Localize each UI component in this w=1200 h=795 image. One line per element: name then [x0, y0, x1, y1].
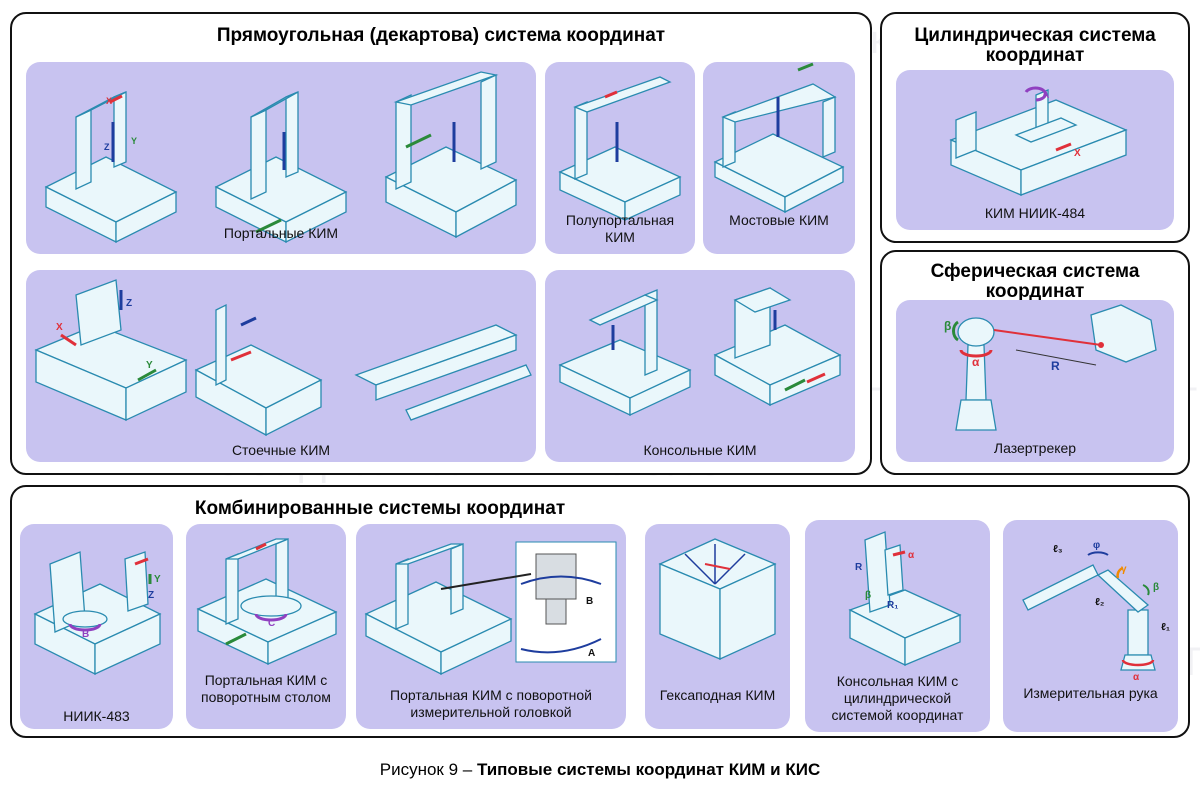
axis-label-r1: R₁	[887, 600, 898, 611]
portal-rotary-table-illustration: C	[196, 538, 338, 666]
portal-cmm-illustration: Z X Y	[44, 71, 518, 244]
axis-label-z: Z	[148, 590, 154, 601]
axis-label-x: X	[106, 96, 112, 106]
axis-label-r: R	[855, 562, 863, 573]
panel-label: Портальная КИМ с поворотным столом	[201, 672, 331, 705]
axis-label-y: Y	[154, 574, 161, 585]
group-title: Цилиндрическая система координат	[914, 25, 1156, 66]
axis-label-l2: ℓ₂	[1095, 597, 1104, 608]
group-title: Сферическая система координат	[930, 261, 1140, 302]
cantilever-cmm-illustration	[558, 287, 842, 417]
group-title: Комбинированные системы координат	[194, 498, 566, 519]
panel-hexapod: Гексаподная КИМ	[645, 524, 790, 729]
portal-rotary-head-illustration: B A	[364, 541, 617, 676]
column-cmm-illustration: Z X Y	[34, 279, 532, 437]
panel-label: НИИК-483	[63, 708, 130, 724]
axis-label-l3: ℓ₃	[1053, 544, 1063, 555]
axis-label-gamma: γ	[1121, 564, 1127, 575]
panel-label: Портальная КИМ с поворотной измерительно…	[390, 687, 592, 720]
axis-label-a: A	[1042, 90, 1049, 101]
axis-label-r: R	[1051, 359, 1060, 373]
axis-label-alpha: α	[972, 355, 980, 369]
axis-label-phi: φ	[1093, 540, 1100, 551]
panel-label: Стоечные КИМ	[231, 442, 331, 458]
semiportal-cmm-illustration	[558, 76, 682, 222]
panel-label: Лазертрекер	[993, 440, 1077, 456]
panel-label: Консольная КИМ с цилиндрической системой…	[831, 673, 964, 723]
lasertracker-illustration: β α R	[944, 304, 1157, 431]
niik484-illustration: A X	[949, 86, 1128, 196]
panel-measuring-arm: φ γ β α ℓ₃ ℓ₂ ℓ₁ Измерительная рука	[1003, 520, 1178, 732]
panel-label: Портальные КИМ	[223, 225, 339, 241]
panel-niik484: A X КИМ НИИК-484	[896, 70, 1174, 230]
axis-label-x: X	[1074, 148, 1081, 159]
axis-label-z: Z	[126, 298, 132, 309]
axis-label-l1: ℓ₁	[1161, 622, 1170, 633]
axis-label-beta: β	[944, 319, 951, 333]
axis-label-y: Y	[131, 136, 137, 146]
panel-cantilever-cmm: Консольные КИМ	[545, 270, 855, 462]
axis-label-y: Y	[146, 360, 153, 371]
cantilever-cyl-illustration: R α β R₁	[848, 531, 962, 667]
panel-label: Гексаподная КИМ	[659, 687, 776, 703]
panel-semiportal-cmm: Полупортальная КИМ	[545, 62, 695, 254]
hexapod-illustration	[658, 538, 777, 661]
axis-label-z: Z	[104, 142, 110, 152]
caption-prefix: Рисунок 9 –	[379, 760, 477, 779]
measuring-arm-illustration: φ γ β α ℓ₃ ℓ₂ ℓ₁	[1022, 540, 1170, 683]
panel-label: Мостовые КИМ	[729, 212, 829, 228]
axis-label-c: C	[268, 618, 275, 629]
panel-cantilever-cyl: R α β R₁ Консольная КИМ с цилиндрической…	[805, 520, 990, 732]
axis-label-x: X	[56, 322, 63, 333]
panel-label: Измерительная рука	[1023, 685, 1158, 701]
panel-portal-rotary-table: C Портальная КИМ с поворотным столом	[186, 524, 346, 729]
axis-label-beta: β	[1153, 582, 1159, 593]
bridge-cmm-illustration	[713, 62, 845, 214]
panel-label: Консольные КИМ	[643, 442, 757, 458]
group-title: Прямоугольная (декартова) система коорди…	[216, 25, 666, 46]
axis-label-alpha: α	[1133, 672, 1140, 683]
axis-label-a: A	[588, 648, 595, 659]
caption-title: Типовые системы координат КИМ и КИС	[476, 760, 821, 779]
panel-niik483: B Y Z НИИК-483	[20, 524, 173, 729]
panel-portal-cmm: Z X Y Портальные КИМ	[26, 62, 536, 254]
panel-bridge-cmm: Мостовые КИМ	[703, 62, 855, 254]
figure-caption: Рисунок 9 – Типовые системы координат КИ…	[0, 760, 1200, 780]
panel-label: Полупортальная КИМ	[565, 212, 675, 245]
niik483-illustration: B Y Z	[33, 551, 162, 676]
panel-column-cmm: Z X Y Стоечные КИМ	[26, 270, 536, 462]
axis-label-beta: β	[865, 590, 871, 601]
panel-lasertracker: β α R Лазертрекер	[896, 300, 1174, 462]
axis-label-alpha: α	[908, 550, 915, 561]
panel-portal-rotary-head: B A Портальная КИМ с поворотной измерите…	[356, 524, 626, 729]
panel-label: КИМ НИИК-484	[984, 205, 1086, 221]
axis-label-b: B	[586, 596, 593, 607]
axis-label-b: B	[82, 629, 89, 640]
